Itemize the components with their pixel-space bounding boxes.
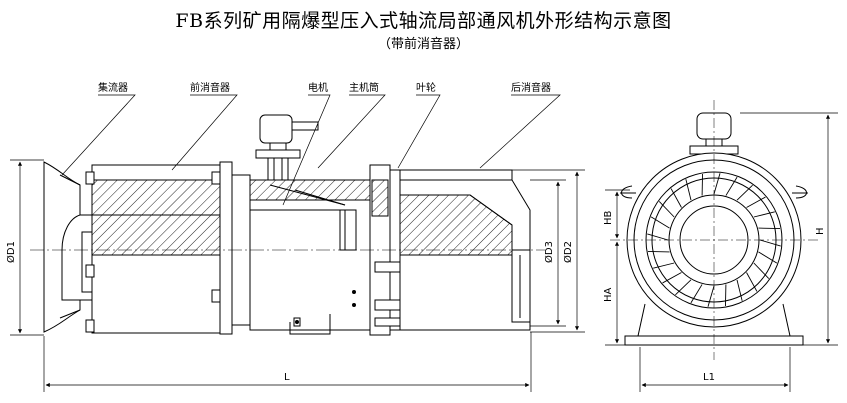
- dim-d1-label: ØD1: [5, 241, 17, 263]
- callout-collector: 集流器: [98, 81, 128, 94]
- callout-impeller: 叶轮: [416, 81, 436, 94]
- dim-d3-label: ØD3: [543, 241, 555, 263]
- callout-rear-silencer: 后消音器: [511, 81, 551, 94]
- impeller-blade: [736, 279, 743, 301]
- impeller-blade: [690, 284, 703, 304]
- dim-d2: [512, 169, 585, 333]
- impeller-blade: [736, 184, 753, 201]
- callout-motor: 电机: [308, 81, 328, 94]
- impeller-blade: [658, 201, 675, 218]
- impeller-blade: [753, 262, 770, 279]
- end-hub: [679, 205, 749, 275]
- diagram-subtitle: （带前消音器）: [377, 37, 469, 52]
- dim-d1: [10, 159, 44, 336]
- dim-l1: [639, 347, 791, 392]
- impeller-blade: [650, 216, 670, 229]
- end-impeller-blades: [647, 173, 781, 307]
- dim-l: [43, 332, 532, 392]
- side-view: [30, 114, 545, 336]
- impeller-blade: [746, 272, 758, 292]
- impeller-blade: [713, 173, 721, 195]
- diagram-title: FB系列矿用隔爆型压入式轴流局部通风机外形结构示意图: [175, 10, 672, 32]
- impeller-blade: [746, 196, 766, 208]
- dim-l-label: L: [284, 372, 290, 383]
- impeller-blade: [653, 262, 675, 269]
- dim-l1-label: L1: [703, 372, 715, 383]
- base-bracket: [289, 314, 331, 335]
- dim-height-label: H: [815, 227, 826, 235]
- end-centerlines: [610, 100, 820, 360]
- dim-ha-label: HA: [603, 287, 614, 302]
- impeller-blade: [759, 239, 781, 247]
- impeller-blade: [707, 285, 715, 307]
- main-casing-body: [249, 179, 371, 331]
- dim-d2-label: ØD2: [562, 241, 574, 263]
- impeller-blade: [662, 272, 682, 284]
- impeller-blade: [647, 233, 669, 241]
- impeller-blade: [685, 179, 692, 201]
- callout-leaders: [61, 94, 561, 206]
- motor-terminal-box: [259, 114, 293, 144]
- impeller-blade: [670, 188, 682, 208]
- impeller-blade: [758, 251, 778, 264]
- callout-main-casing: 主机筒: [349, 81, 379, 94]
- impeller-blade: [725, 176, 738, 196]
- callout-front-silencer: 前消音器: [190, 81, 230, 94]
- dim-d3: [530, 179, 566, 327]
- dim-hb-label: HB: [603, 210, 614, 225]
- impeller-blade: [675, 279, 692, 296]
- dim-h-group: [605, 112, 838, 346]
- impeller-blade: [753, 211, 775, 218]
